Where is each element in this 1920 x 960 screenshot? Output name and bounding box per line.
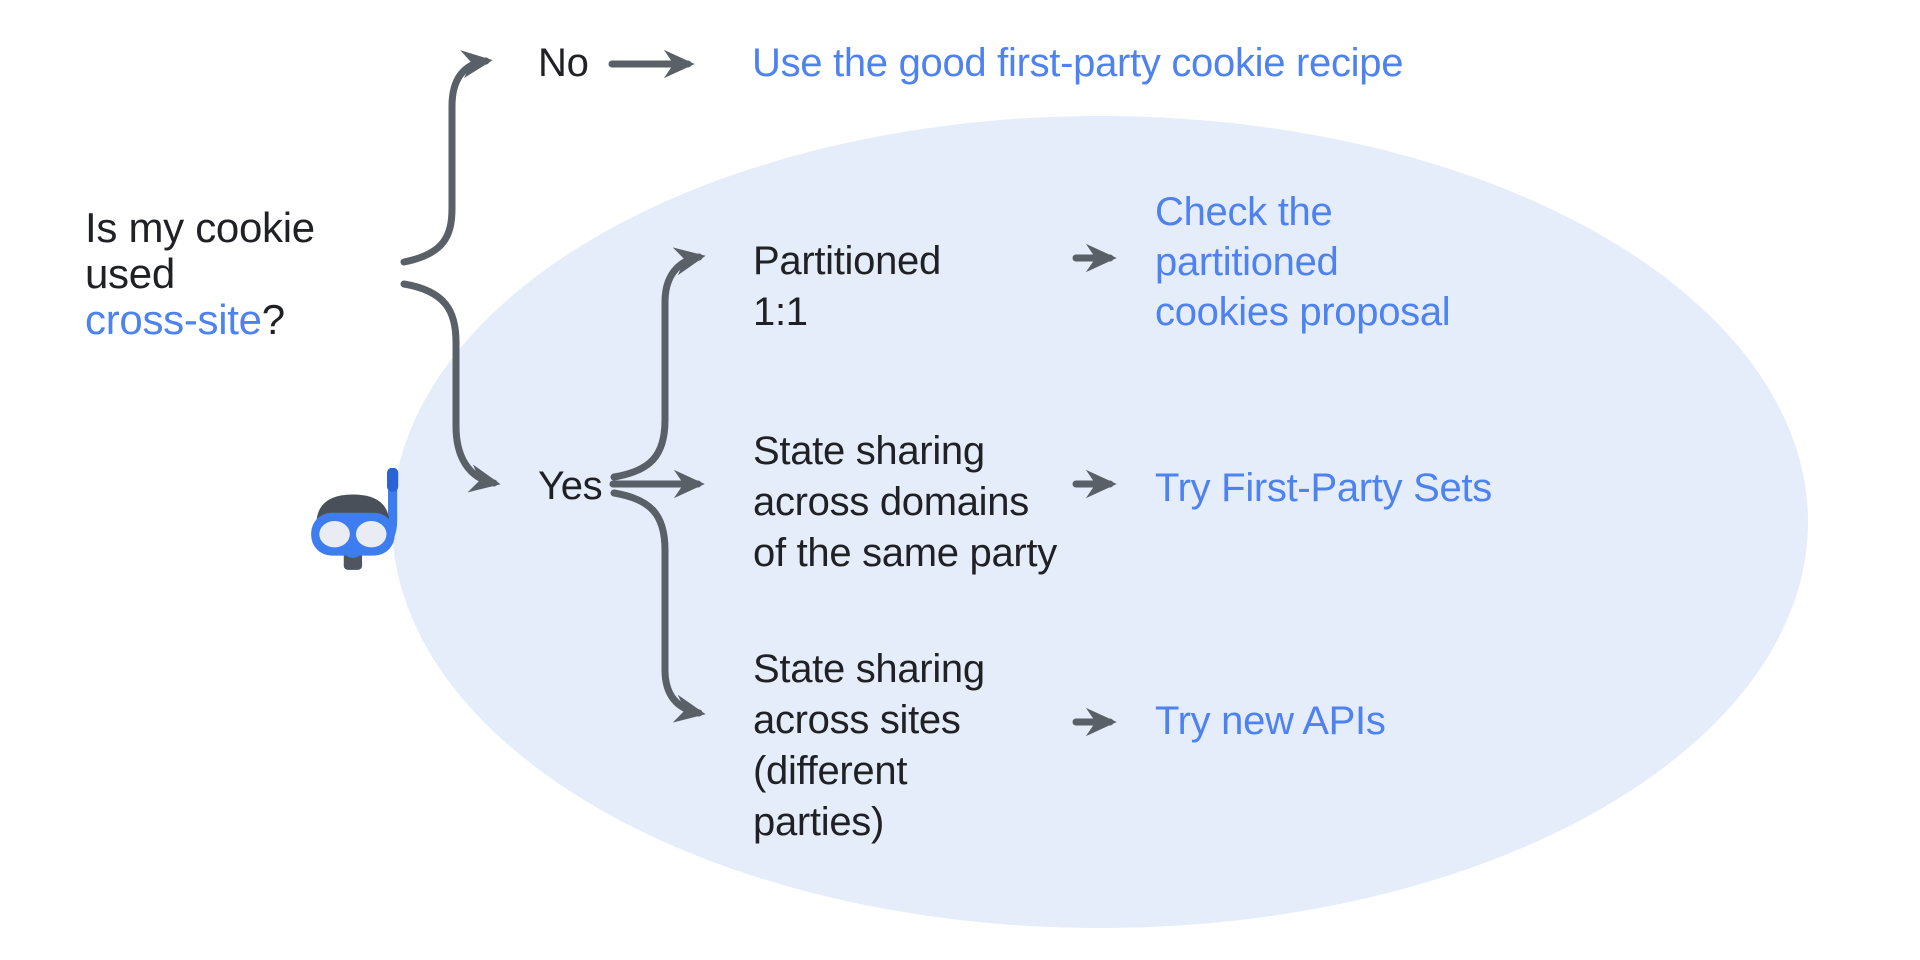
connector-question-to-no — [400, 50, 493, 266]
link-first-party-cookie-recipe[interactable]: Use the good first-party cookie recipe — [752, 41, 1404, 85]
connector-yes-to-sites — [610, 489, 706, 723]
case-line: (different — [753, 749, 908, 793]
case-line: Partitioned — [753, 239, 941, 283]
case-line: 1:1 — [753, 290, 808, 334]
case-different-parties-label: State sharing across sites (different pa… — [753, 644, 985, 848]
case-line: parties) — [753, 800, 884, 844]
cross-site-group-ellipse — [392, 116, 1808, 928]
case-line: State sharing — [753, 429, 985, 473]
link-try-new-apis[interactable]: Try new APIs — [1155, 699, 1386, 743]
link-line[interactable]: Check the — [1155, 190, 1333, 234]
case-line: across domains — [753, 480, 1029, 524]
answer-no-label: No — [538, 41, 589, 85]
case-line: of the same party — [753, 531, 1057, 575]
connector-yes-to-partitioned — [610, 247, 706, 481]
link-line[interactable]: cookies proposal — [1155, 290, 1451, 334]
question-line: cross-site? — [85, 297, 315, 343]
question-line: Is my cookie — [85, 204, 315, 251]
link-first-party-sets[interactable]: Try First-Party Sets — [1155, 466, 1492, 510]
link-partitioned-cookies-proposal[interactable]: Check the partitioned cookies proposal — [1155, 187, 1451, 337]
diving-mask-icon — [311, 468, 399, 570]
case-line: State sharing — [753, 647, 985, 691]
question-node: Is my cookie used cross-site? — [85, 205, 315, 343]
answer-yes-label: Yes — [538, 464, 603, 508]
case-line: across sites — [753, 698, 961, 742]
link-line[interactable]: partitioned — [1155, 240, 1339, 284]
case-same-party-label: State sharing across domains of the same… — [753, 426, 1057, 579]
connector-question-to-yes — [400, 280, 501, 493]
question-suffix: ? — [261, 296, 285, 343]
case-partitioned-label: Partitioned 1:1 — [753, 236, 941, 338]
question-line: used — [85, 250, 175, 297]
question-highlight-cross-site: cross-site — [85, 296, 262, 343]
